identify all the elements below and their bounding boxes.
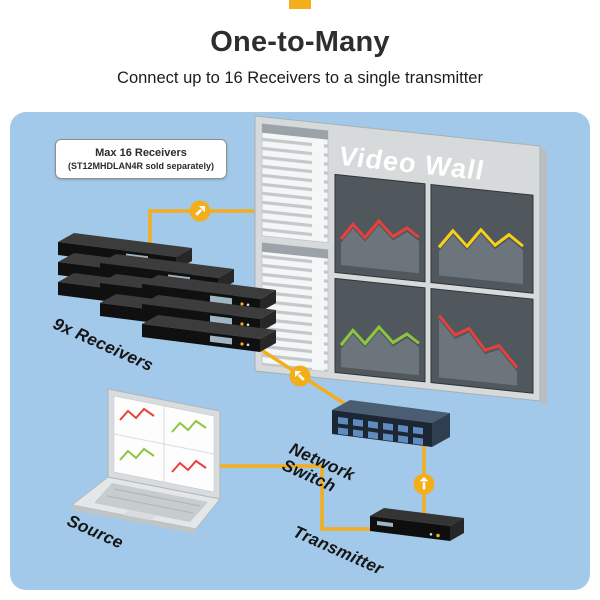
connector-source-to-transmitter	[220, 464, 372, 531]
laptop-chart-red-2	[171, 459, 207, 473]
wall-side-face	[540, 145, 547, 406]
laptop-front-edge	[72, 505, 196, 534]
laptop-keyboard	[94, 483, 208, 522]
connector-receivers-to-wall	[148, 209, 254, 248]
laptop-chart-green-1	[171, 419, 207, 433]
note-line-2: (ST12MHDLAN4R sold separately)	[67, 161, 215, 171]
wall-chart-red-line	[339, 218, 420, 241]
flow-arrow-icon	[407, 467, 441, 501]
video-wall: Video Wall	[254, 115, 547, 406]
network-switch	[332, 400, 450, 447]
note-line-1: Max 16 Receivers	[95, 147, 187, 159]
page-title: One-to-Many	[210, 26, 390, 58]
wall-panel-list-bottom-header	[262, 242, 328, 259]
switch-ports	[338, 417, 423, 446]
diagram-canvas: Video Wall	[58, 115, 547, 541]
transmitter-box	[370, 508, 464, 541]
wall-panel-list-top-header	[262, 123, 328, 140]
wall-chart-green-line	[339, 324, 420, 347]
laptop-chart-red-1	[119, 407, 155, 421]
diagram-panel: Video Wall	[10, 112, 590, 590]
flow-arrow-icon	[288, 364, 312, 388]
laptop-chart-green-2	[119, 447, 155, 461]
max-receivers-note: Max 16 Receivers (ST12MHDLAN4R sold sepa…	[55, 139, 227, 179]
brand-tab	[289, 0, 311, 9]
wall-chart-red-trend-line	[437, 314, 519, 369]
page-subtitle: Connect up to 16 Receivers to a single t…	[117, 69, 483, 87]
source-laptop	[70, 388, 221, 534]
wall-chart-yellow-line	[437, 227, 524, 249]
flow-arrow-icon	[188, 199, 212, 223]
